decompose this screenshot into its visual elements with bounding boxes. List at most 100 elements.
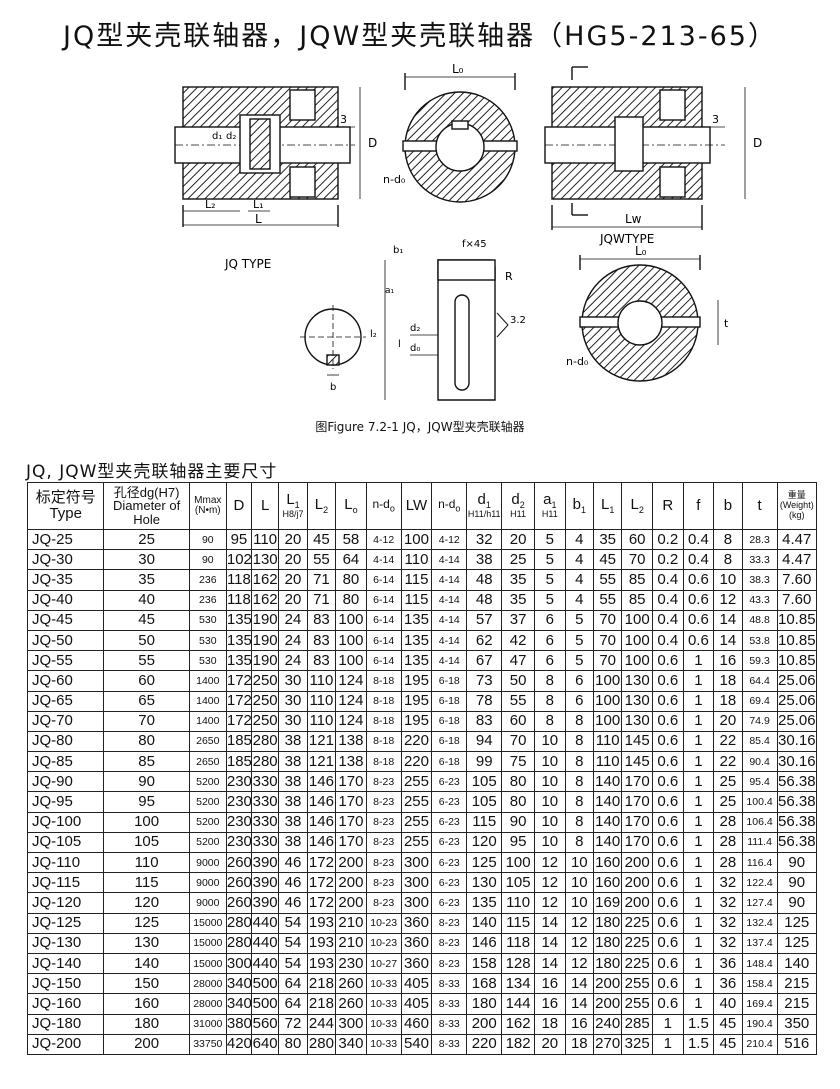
table-cell: 10-33: [365, 1033, 402, 1055]
table-cell: 6: [564, 690, 594, 712]
table-cell: 10: [564, 872, 594, 894]
table-cell: 218: [306, 973, 337, 995]
table-cell: 38: [466, 549, 503, 571]
col-LW: LW: [400, 482, 433, 530]
table-cell: 31000: [188, 1013, 227, 1035]
table-cell: 200: [335, 892, 367, 914]
table-cell: 6-23: [431, 771, 468, 793]
table-cell: 0.6: [651, 771, 684, 793]
table-cell: 115: [501, 912, 535, 934]
table-cell: 193: [306, 932, 337, 954]
table-cell: 46: [278, 851, 308, 874]
table-cell: 8-18: [365, 730, 402, 753]
table-cell: 90: [103, 771, 190, 793]
table-cell-type: JQ-45: [26, 609, 105, 631]
table-cell: 244: [306, 1013, 337, 1035]
dim-R: R: [505, 270, 513, 283]
table-cell: 215: [776, 973, 818, 995]
table-cell: 4.47: [776, 528, 818, 551]
table-cell: 6-18: [431, 751, 468, 773]
table-cell: 30: [278, 670, 308, 692]
table-cell: 105: [501, 872, 535, 894]
table-cell: 56.38: [776, 771, 818, 793]
table-cell: 45: [306, 528, 337, 551]
table-cell: 10.85: [776, 629, 818, 652]
table-cell-type: JQ-85: [26, 751, 105, 773]
table-cell: 130: [621, 670, 653, 692]
col-mmax: Mmax(N•m): [188, 482, 227, 530]
table-cell: 195: [400, 710, 433, 732]
table-cell: 90: [188, 549, 227, 571]
table-cell: 121: [306, 751, 337, 773]
table-cell: 0.4: [651, 609, 684, 631]
table-cell: 74.9: [741, 710, 778, 732]
table-cell: 140: [592, 811, 623, 833]
table-cell: 8-23: [365, 851, 402, 874]
table-cell: 250: [250, 710, 280, 732]
table-cell: 180: [592, 952, 623, 975]
table-cell: 100: [592, 670, 623, 692]
table-cell: 80: [278, 1033, 308, 1055]
table-cell: 1: [682, 892, 715, 914]
table-cell: 85: [621, 569, 653, 591]
table-cell-type: JQ-200: [26, 1033, 105, 1055]
table-cell: 4: [564, 569, 594, 591]
table-cell: 140: [592, 831, 623, 854]
table-cell: 146: [306, 831, 337, 854]
table-cell: 190: [250, 629, 280, 652]
table-cell: 0.6: [682, 609, 715, 631]
table-cell: 120: [103, 892, 190, 914]
table-cell: 25.06: [776, 690, 818, 712]
table-cell: 140: [466, 912, 503, 934]
table-cell: 25: [103, 528, 190, 551]
table-cell: 0.2: [651, 549, 684, 571]
table-cell: 14: [713, 609, 743, 631]
table-cell: 0.6: [651, 932, 684, 954]
table-cell: 1: [682, 912, 715, 934]
table-cell: 170: [621, 771, 653, 793]
table-cell: 10: [533, 791, 566, 813]
table-cell: 390: [250, 892, 280, 914]
table-cell: 50: [103, 629, 190, 652]
table-cell: 1.5: [682, 1033, 715, 1055]
table-cell: 10: [533, 811, 566, 833]
dim-d1-jq: d₁: [212, 131, 222, 142]
table-cell: 30.16: [776, 730, 818, 753]
table-cell: 140: [776, 952, 818, 975]
table-cell: 4-14: [365, 549, 402, 571]
table-cell: 12: [564, 952, 594, 975]
table-cell: 200: [621, 872, 653, 894]
table-cell: 1: [682, 771, 715, 793]
table-cell: 60: [103, 670, 190, 692]
jq-type-label: JQ TYPE: [224, 257, 271, 271]
table-cell: 46: [278, 892, 308, 914]
table-cell: 180: [592, 912, 623, 934]
table-cell: 100: [103, 811, 190, 833]
table-cell: 69.4: [741, 690, 778, 712]
table-cell: 4-12: [431, 528, 468, 551]
table-cell: 180: [466, 993, 503, 1015]
table-cell: 6-23: [431, 892, 468, 914]
table-cell: 45: [103, 609, 190, 631]
table-cell: 124: [335, 670, 367, 692]
col-R: R: [651, 482, 684, 530]
jqw-type-label: JQWTYPE: [599, 232, 654, 246]
table-cell: 230: [225, 811, 252, 833]
table-cell: 4-14: [431, 549, 468, 571]
table-cell: 10-23: [365, 912, 402, 934]
table-cell-type: JQ-110: [26, 851, 105, 874]
table-cell: 100: [335, 650, 367, 672]
table-cell: 180: [103, 1013, 190, 1035]
table-cell: 0.2: [651, 528, 684, 551]
table-cell: 158.4: [741, 973, 778, 995]
dim-a1-key: a₁: [385, 286, 395, 296]
table-cell: 360: [400, 932, 433, 954]
table-cell: 193: [306, 952, 337, 975]
